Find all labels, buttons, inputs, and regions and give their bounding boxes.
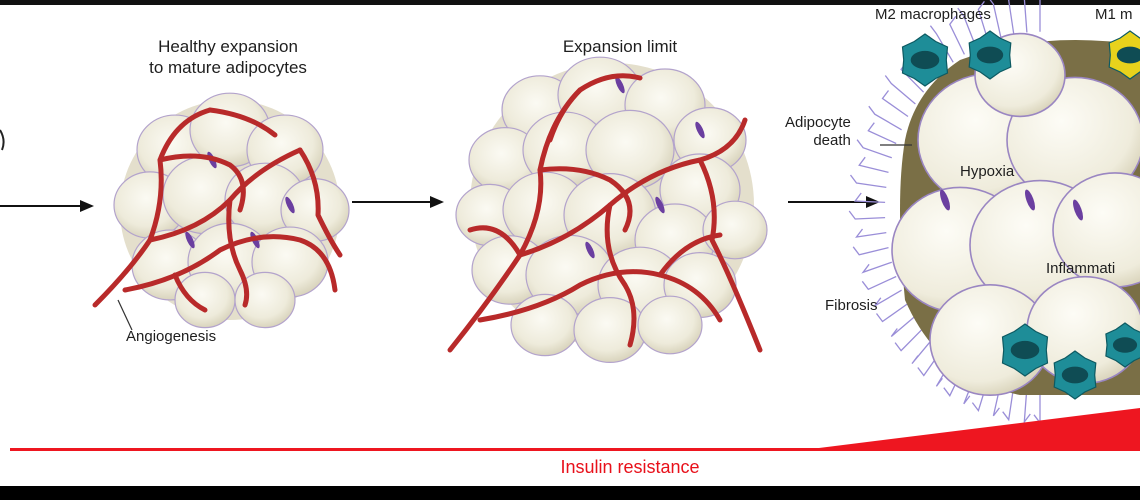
fibrosis-strand	[977, 1, 990, 43]
macrophage-nucleus	[1112, 337, 1138, 353]
fibrosis-strand	[881, 90, 909, 118]
healthy-expansion-title: Healthy expansion to mature adipocytes	[118, 36, 338, 78]
expansion-limit-cluster	[447, 56, 768, 364]
adipocyte	[637, 295, 703, 355]
fibrosis-strand	[929, 25, 954, 63]
macrophage-nucleus	[910, 50, 940, 70]
expansion-limit-title: Expansion limit	[562, 37, 678, 56]
fibrosis-strand	[868, 105, 902, 131]
death-line1: Adipocyte	[785, 114, 851, 131]
healthy-title-line2: to mature adipocytes	[149, 58, 307, 77]
fibrosis-strand	[1023, 387, 1031, 425]
macrophage-nucleus	[1010, 340, 1040, 360]
m2-macrophage	[1105, 322, 1140, 368]
fibrosis-strand	[949, 15, 965, 55]
hypoxia-label: Hypoxia	[960, 163, 1015, 180]
insulin-resistance-label: Insulin resistance	[560, 457, 700, 477]
blood-vessel	[207, 107, 278, 138]
fibrosis-strand	[884, 75, 916, 105]
healthy-adipocyte-cluster	[92, 92, 350, 329]
adipocyte-death-label: Adipocyte death	[785, 114, 851, 150]
macrophage-nucleus	[1116, 46, 1140, 64]
blood-vessel	[226, 197, 250, 308]
fibrosis-strand	[989, 0, 1002, 38]
nucleus	[185, 231, 195, 249]
blood-vessel	[697, 157, 763, 353]
blood-vessel	[92, 107, 213, 308]
blood-vessel	[657, 232, 723, 278]
fibrosis-strand	[911, 338, 934, 365]
fibrosis-strand	[867, 122, 897, 145]
adipocyte	[174, 271, 236, 329]
angiogenesis-pointer	[117, 299, 133, 331]
fibrosis-strand	[957, 7, 977, 48]
nucleus	[1073, 199, 1083, 221]
fibrosis-strand	[894, 327, 925, 352]
m1-macrophage	[1108, 30, 1140, 80]
angiogenesis-label: Angiogenesis	[126, 328, 217, 345]
macrophage-nucleus	[976, 46, 1004, 64]
fibrosis-strand	[852, 246, 889, 256]
top-border	[0, 0, 1140, 5]
nucleus	[655, 196, 665, 214]
blood-vessel	[157, 153, 246, 213]
fibrosis-strand	[848, 210, 886, 220]
macrophage-nucleus	[1061, 366, 1089, 384]
nucleus	[1025, 189, 1035, 211]
pathologic-adipose-tissue	[848, 0, 1140, 425]
insulin-resistance-gradient	[10, 408, 1140, 451]
fibrosis-strand	[858, 156, 889, 174]
nucleus	[940, 189, 950, 211]
fibrosis-strand	[1008, 0, 1015, 35]
blood-vessel	[172, 272, 208, 313]
adipocyte	[234, 271, 296, 329]
nucleus	[615, 76, 625, 94]
blood-vessel	[297, 147, 343, 258]
blood-vessel	[547, 87, 583, 143]
blood-vessel	[467, 225, 523, 258]
death-line2: death	[813, 132, 851, 149]
blood-vessel	[517, 117, 748, 258]
incoming-arrow	[0, 200, 94, 212]
m2-macrophage	[901, 33, 949, 87]
blood-vessel	[477, 269, 723, 323]
healthy-title-line1: Healthy expansion	[158, 37, 298, 56]
bottom-border	[0, 486, 1140, 500]
arrow-to-limit	[352, 196, 444, 208]
fibrosis-strand	[849, 174, 887, 189]
fibrosis-strand	[861, 261, 893, 274]
nucleus	[585, 241, 595, 259]
fibrosis-strand	[1039, 0, 1041, 32]
fibrosis-strand	[856, 139, 893, 159]
blood-vessel	[604, 202, 637, 348]
fibrosis-strand	[853, 192, 886, 204]
fibrosis-label: Fibrosis	[825, 297, 878, 314]
nucleus	[285, 196, 295, 214]
fibrosis-strand	[1002, 385, 1015, 422]
nucleus	[695, 121, 705, 139]
blood-vessel	[537, 166, 633, 233]
fibrosis-strand	[875, 302, 909, 323]
m2-macrophage	[1053, 350, 1097, 400]
blood-vessel	[122, 234, 338, 293]
fibrosis-strand	[855, 228, 887, 238]
inflammation-label: Inflammati	[1046, 260, 1116, 277]
m2-macrophage	[1001, 323, 1049, 377]
fibrosis-strand	[874, 289, 902, 307]
fibrosis-strand	[1023, 0, 1028, 33]
fibrosis-strand	[861, 275, 897, 291]
m1-macrophages-label: M1 m	[1095, 6, 1133, 23]
m2-macrophage	[968, 30, 1012, 80]
m2-macrophages-label: M2 macrophages	[875, 6, 991, 23]
adipocyte	[702, 200, 768, 260]
left-edge-mark	[0, 129, 5, 151]
fibrosis-strand	[890, 315, 916, 337]
